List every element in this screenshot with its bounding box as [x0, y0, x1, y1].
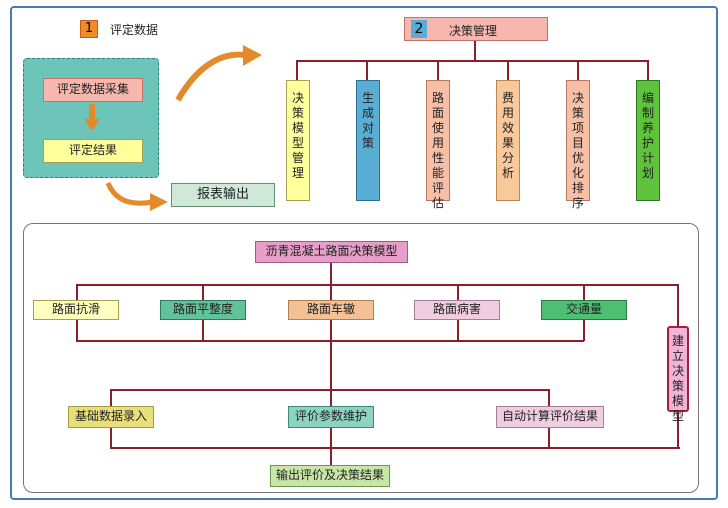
indicator-distress[interactable]: 路面病害: [414, 300, 500, 320]
decision-drop-6: [647, 60, 649, 80]
outer-frame: [10, 6, 718, 500]
indicator-up-5: [583, 320, 585, 341]
output-results[interactable]: 输出评价及决策结果: [270, 465, 390, 487]
indicator-bottom-bar: [76, 340, 584, 342]
indicator-traffic[interactable]: 交通量: [541, 300, 627, 320]
steps-bottom-bar: [110, 447, 680, 449]
decision-drop-5: [577, 60, 579, 80]
decision-item-cost-label: 费用效果分析: [501, 91, 514, 180]
step-basic-data[interactable]: 基础数据录入: [68, 406, 154, 428]
indicator-up-2: [202, 320, 204, 341]
indicator-rutting[interactable]: 路面车辙: [288, 300, 374, 320]
decision-header[interactable]: 2 决策管理: [404, 17, 548, 41]
decision-item-cost[interactable]: 费用效果分析: [496, 80, 520, 201]
decision-item-plan-label: 编制养护计划: [641, 91, 654, 180]
step-parameters[interactable]: 评价参数维护: [288, 406, 374, 428]
curve-arrow-to-report: [105, 181, 153, 206]
step-auto-calc[interactable]: 自动计算评价结果: [496, 406, 604, 428]
decision-item-ranking-label: 决策项目优化排序: [571, 91, 584, 210]
report-button[interactable]: 报表输出: [171, 183, 275, 207]
indicator-skid[interactable]: 路面抗滑: [33, 300, 119, 320]
arrow-head-to-report: [150, 193, 168, 211]
steps-top-bar: [110, 389, 550, 391]
decision-drop-2: [366, 60, 368, 80]
step-drop-3: [548, 389, 550, 406]
decision-drop-1: [296, 60, 298, 80]
decision-item-countermeasure-label: 生成对策: [361, 91, 374, 150]
indicator-drop-4: [457, 284, 459, 300]
step-up-3: [548, 428, 550, 448]
build-model-label: 建立决策模型: [671, 334, 684, 423]
build-model-box[interactable]: 建立决策模型: [667, 326, 689, 423]
decision-bar: [296, 60, 649, 62]
decision-trunk: [474, 41, 476, 61]
indicator-drop-1: [76, 284, 78, 300]
model-title[interactable]: 沥青混凝土路面决策模型: [255, 241, 408, 263]
model-panel: [23, 223, 699, 493]
indicator-up-1: [76, 320, 78, 341]
decision-item-countermeasure[interactable]: 生成对策: [356, 80, 380, 201]
curve-arrow-to-decision: [175, 51, 246, 102]
decision-item-model[interactable]: 决策模型管理: [286, 80, 310, 201]
result-button[interactable]: 评定结果: [43, 139, 143, 163]
arrow-head-to-decision: [243, 45, 262, 66]
step-up-1: [110, 428, 112, 448]
indicator-smoothness[interactable]: 路面平整度: [160, 300, 246, 320]
decision-item-plan[interactable]: 编制养护计划: [636, 80, 660, 201]
step-drop-1: [110, 389, 112, 406]
decision-item-model-label: 决策模型管理: [291, 91, 304, 180]
model-trunk: [330, 263, 332, 484]
decision-drop-3: [437, 60, 439, 80]
decision-drop-4: [507, 60, 509, 80]
decision-item-ranking[interactable]: 决策项目优化排序: [566, 80, 590, 210]
decision-item-performance-label: 路面使用性能评估: [431, 91, 444, 210]
section1-badge: 1: [80, 20, 98, 38]
indicator-up-4: [457, 320, 459, 341]
build-right-drop: [677, 412, 679, 449]
indicator-drop-5: [583, 284, 585, 300]
section1-title: 评定数据: [110, 23, 159, 37]
section2-title: 决策管理: [449, 24, 498, 38]
indicator-drop-2: [202, 284, 204, 300]
decision-item-performance[interactable]: 路面使用性能评估: [426, 80, 450, 210]
section2-badge: 2: [411, 20, 427, 38]
indicator-top-bar: [76, 284, 678, 286]
collect-button[interactable]: 评定数据采集: [43, 78, 143, 102]
indicator-right-drop: [677, 284, 679, 326]
